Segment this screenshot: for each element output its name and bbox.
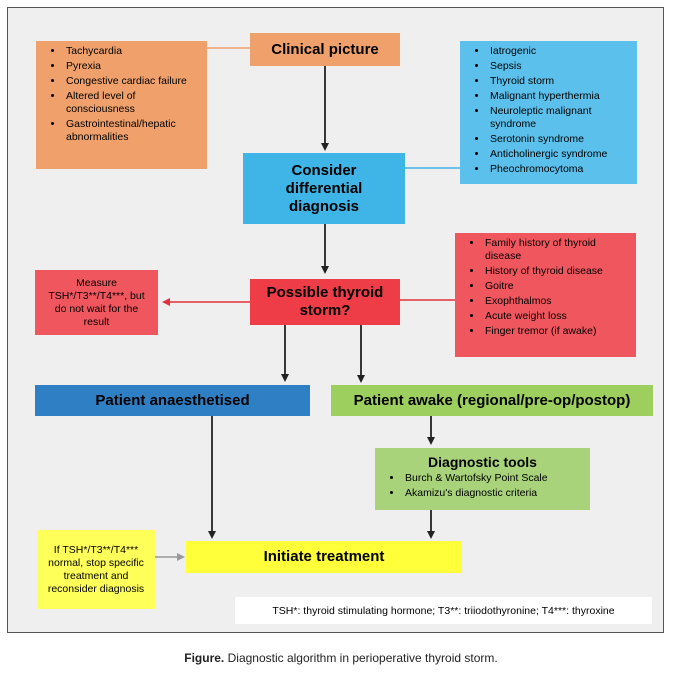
- footnote-text: TSH*: thyroid stimulating hormone; T3**:…: [272, 604, 615, 617]
- list-item: Serotonin syndrome: [488, 133, 631, 146]
- symptoms-box: TachycardiaPyrexiaCongestive cardiac fai…: [36, 41, 207, 169]
- risk-factors-box: Family history of thyroid diseaseHistory…: [455, 233, 636, 357]
- list-item: Gastrointestinal/hepatic abnormalities: [64, 118, 201, 144]
- list-item: Burch & Wartofsky Point Scale: [403, 472, 584, 485]
- list-item: Sepsis: [488, 60, 631, 73]
- list-item: Family history of thyroid disease: [483, 237, 630, 263]
- initiate-treatment-box: Initiate treatment: [186, 541, 462, 573]
- list-item: History of thyroid disease: [483, 265, 630, 278]
- list-item: Thyroid storm: [488, 75, 631, 88]
- abbreviation-footnote: TSH*: thyroid stimulating hormone; T3**:…: [235, 597, 652, 624]
- normal-note-box: If TSH*/T3**/T4*** normal, stop specific…: [37, 530, 155, 609]
- awake-box: Patient awake (regional/pre-op/postop): [331, 385, 653, 416]
- caption-text: Diagnostic algorithm in perioperative th…: [227, 651, 498, 665]
- differential-label: Consider differential diagnosis: [285, 161, 363, 215]
- initiate-treatment-label: Initiate treatment: [263, 548, 385, 565]
- measure-note-text: Measure TSH*/T3**/T4***, but do not wait…: [48, 276, 145, 328]
- list-item: Anticholinergic syndrome: [488, 148, 631, 161]
- list-item: Congestive cardiac failure: [64, 75, 201, 88]
- list-item: Pyrexia: [64, 60, 201, 73]
- anaesthetised-label: Patient anaesthetised: [95, 391, 250, 409]
- diagnostic-tools-list: Burch & Wartofsky Point ScaleAkamizu's d…: [381, 472, 584, 500]
- list-item: Goitre: [483, 280, 630, 293]
- list-item: Malignant hyperthermia: [488, 90, 631, 103]
- differentials-list: IatrogenicSepsisThyroid stormMalignant h…: [466, 45, 631, 176]
- anaesthetised-box: Patient anaesthetised: [35, 385, 310, 416]
- normal-note-text: If TSH*/T3**/T4*** normal, stop specific…: [47, 543, 145, 595]
- diagnostic-tools-title: Diagnostic tools: [428, 454, 537, 470]
- possible-storm-box: Possible thyroid storm?: [250, 279, 400, 325]
- list-item: Altered level of consciousness: [64, 90, 201, 116]
- list-item: Akamizu's diagnostic criteria: [403, 487, 584, 500]
- symptoms-list: TachycardiaPyrexiaCongestive cardiac fai…: [42, 45, 201, 144]
- possible-storm-label: Possible thyroid storm?: [266, 284, 384, 319]
- risk-factors-list: Family history of thyroid diseaseHistory…: [461, 237, 630, 338]
- list-item: Pheochromocytoma: [488, 163, 631, 176]
- caption-label: Figure.: [184, 651, 225, 665]
- clinical-picture-label: Clinical picture: [271, 40, 379, 58]
- list-item: Finger tremor (if awake): [483, 325, 630, 338]
- awake-label: Patient awake (regional/pre-op/postop): [353, 391, 631, 409]
- differentials-box: IatrogenicSepsisThyroid stormMalignant h…: [460, 41, 637, 184]
- diagnostic-tools-box: Diagnostic tools Burch & Wartofsky Point…: [375, 448, 590, 510]
- list-item: Iatrogenic: [488, 45, 631, 58]
- measure-note-box: Measure TSH*/T3**/T4***, but do not wait…: [35, 270, 158, 335]
- differential-box: Consider differential diagnosis: [243, 153, 405, 224]
- list-item: Tachycardia: [64, 45, 201, 58]
- clinical-picture-box: Clinical picture: [250, 33, 400, 66]
- figure-caption: Figure. Diagnostic algorithm in perioper…: [0, 651, 682, 665]
- list-item: Exophthalmos: [483, 295, 630, 308]
- list-item: Neuroleptic malignant syndrome: [488, 105, 631, 131]
- list-item: Acute weight loss: [483, 310, 630, 323]
